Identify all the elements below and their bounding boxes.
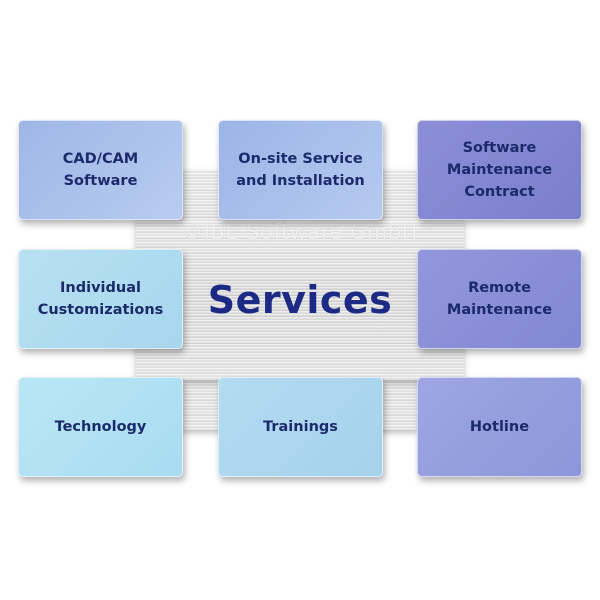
service-label: Remote Maintenance [446,280,553,318]
service-label: On-site Service and Installation [236,151,365,189]
service-label: Software Maintenance Contract [446,140,553,200]
service-box-customizations: Individual Customizations [18,249,183,349]
service-label: Hotline [469,419,530,435]
connector-plate-horizontal [136,218,464,380]
service-box-cad-cam: CAD/CAM Software [18,120,183,220]
service-box-maintenance-contract: Software Maintenance Contract [417,120,582,220]
service-label: Technology [54,419,147,435]
service-box-trainings: Trainings [218,377,383,477]
center-title: Services [207,278,393,322]
service-label: CAD/CAM Software [62,151,139,189]
service-box-remote-maintenance: Remote Maintenance [417,249,582,349]
service-box-hotline: Hotline [417,377,582,477]
watermark: ©IBE Software GmbH [182,220,418,244]
service-box-onsite: On-site Service and Installation [218,120,383,220]
service-label: Trainings [263,419,338,435]
service-label: Individual Customizations [37,280,164,318]
service-box-technology: Technology [18,377,183,477]
